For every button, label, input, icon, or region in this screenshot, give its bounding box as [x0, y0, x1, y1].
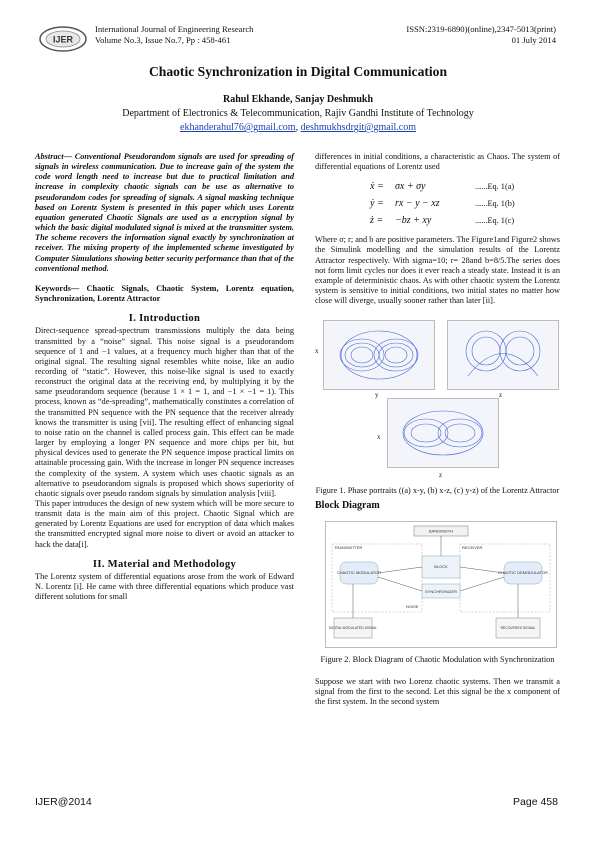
keywords: Keywords— Chaotic Signals, Chaotic Syste…	[35, 283, 294, 304]
journal-volume: Volume No.3, Issue No.7, Pp : 458-461	[95, 35, 231, 45]
svg-text:BANDWIDTH: BANDWIDTH	[429, 528, 453, 533]
right-paragraph-3: Suppose we start with two Lorenz chaotic…	[315, 676, 560, 707]
intro-paragraph-2: This paper introduces the design of new …	[35, 499, 294, 549]
footer-copyright: IJER@2014	[35, 796, 92, 808]
attractor-panel-yz	[387, 398, 499, 469]
equation-lhs: ż =	[370, 215, 384, 227]
paper-title: Chaotic Synchronization in Digital Commu…	[148, 64, 448, 79]
paper-authors: Rahul Ekhande, Sanjay Deshmukh	[222, 94, 374, 105]
equation-rhs: σx + σy	[395, 181, 426, 193]
equation-rhs: rx − y − xz	[395, 198, 440, 210]
intro-heading: I. Introduction	[128, 313, 201, 325]
method-heading: II. Material and Methodology	[92, 558, 237, 570]
email-link-2[interactable]: deshmukhsdrgit@gmail.com	[300, 122, 416, 133]
svg-text:IJER: IJER	[53, 35, 74, 45]
axis-label: z	[499, 391, 503, 400]
figure-1-phase-portraits: x y z x z	[315, 312, 560, 482]
svg-text:TRANSMITTER: TRANSMITTER	[334, 545, 363, 550]
ijer-logo: IJER	[39, 26, 87, 52]
issn: ISSN:2319-6890)(online),2347-5013(print)	[406, 24, 556, 34]
affiliation: Department of Electronics & Telecommunic…	[122, 108, 474, 119]
axis-label: z	[439, 471, 443, 480]
attractor-panel-xy	[323, 320, 435, 391]
journal-name: International Journal of Engineering Res…	[95, 24, 254, 34]
svg-text:CHAOTIC MODULATOR: CHAOTIC MODULATOR	[337, 570, 381, 575]
equation-1c: ż = −bz + xy ......Eq. 1(c)	[315, 212, 560, 229]
equation-label: ......Eq. 1(a)	[475, 182, 515, 192]
axis-label: y	[375, 391, 379, 400]
attractor-panel-xz	[447, 320, 559, 391]
issn-header: ISSN:2319-6890)(online),2347-5013(print)…	[406, 24, 556, 46]
axis-label: x	[377, 433, 381, 442]
svg-text:DIGITAL MODULATED SIGNAL: DIGITAL MODULATED SIGNAL	[329, 626, 377, 630]
intro-paragraph-1: Direct-sequence spread-spectrum transmis…	[35, 326, 294, 498]
equation-lhs: ẋ =	[370, 181, 384, 193]
method-paragraph-1: The Lorentz system of differential equat…	[35, 571, 294, 602]
lorentz-equations: ẋ = σx + σy ......Eq. 1(a) ẏ = rx − y − …	[315, 178, 560, 229]
svg-text:RECOVERED SIGNAL: RECOVERED SIGNAL	[501, 626, 536, 630]
block-diagram-heading: Block Diagram	[315, 500, 380, 512]
equation-lhs: ẏ =	[370, 198, 384, 210]
svg-text:NOISE: NOISE	[406, 604, 419, 609]
abstract: Abstract— Conventional Pseudorandom sign…	[35, 152, 294, 273]
figure-2-caption: Figure 2. Block Diagram of Chaotic Modul…	[320, 654, 555, 664]
right-paragraph-1: differences in initial conditions, a cha…	[315, 152, 560, 172]
footer-page-number: Page 458	[513, 796, 558, 808]
equation-label: ......Eq. 1(c)	[475, 216, 515, 226]
svg-text:CHAOTIC DEMODULATOR: CHAOTIC DEMODULATOR	[498, 570, 548, 575]
svg-text:BLOCK: BLOCK	[434, 564, 448, 569]
figure-2-block-diagram: BANDWIDTH TRANSMITTER RECEIVER CHAOTIC M…	[325, 520, 557, 648]
equation-rhs: −bz + xy	[395, 215, 432, 227]
left-column: Abstract— Conventional Pseudorandom sign…	[35, 152, 294, 602]
svg-text:SYNCHRONIZER: SYNCHRONIZER	[425, 589, 457, 594]
equation-1b: ẏ = rx − y − xz ......Eq. 1(b)	[315, 195, 560, 212]
right-paragraph-2: Where σ; r; and b are positive parameter…	[315, 235, 560, 306]
email-link-1[interactable]: ekhanderahul76@gmail.com	[180, 122, 296, 133]
author-emails: ekhanderahul76@gmail.com, deshmukhsdrgit…	[0, 122, 596, 133]
right-column: differences in initial conditions, a cha…	[315, 152, 560, 707]
axis-label: x	[315, 347, 319, 356]
equation-1a: ẋ = σx + σy ......Eq. 1(a)	[315, 178, 560, 195]
figure-1-caption: Figure 1. Phase portraits ((a) x-y, (b) …	[315, 486, 560, 496]
svg-text:RECEIVER: RECEIVER	[462, 545, 483, 550]
journal-header: International Journal of Engineering Res…	[95, 24, 253, 46]
publish-date: 01 July 2014	[511, 35, 556, 45]
email-separator: ,	[295, 122, 301, 133]
equation-label: ......Eq. 1(b)	[475, 199, 515, 209]
